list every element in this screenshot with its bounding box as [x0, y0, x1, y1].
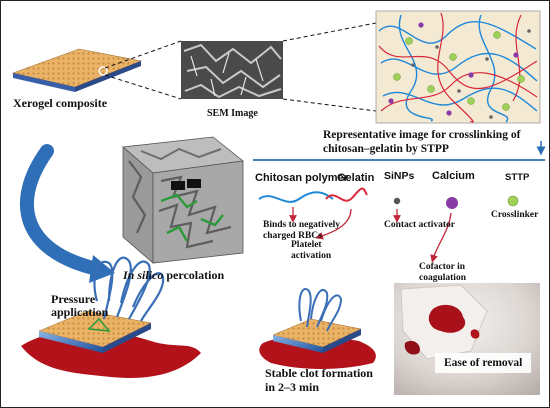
legend-gelatin-label: Gelatin — [337, 172, 375, 184]
legend-chitosan-label: Chitosan polymer — [255, 172, 348, 184]
calcium-symbol-icon — [446, 197, 458, 209]
legend-arrows — [289, 207, 452, 263]
gelatin-symbol-icon — [325, 187, 368, 202]
curved-flow-arrow-icon — [19, 144, 104, 276]
representative-caption-line1: Representative image for crosslinking of — [323, 129, 521, 141]
xerogel-label: Xerogel composite — [13, 96, 108, 110]
crosslinker-text: Crosslinker — [491, 210, 539, 220]
cofactor-text-line1: Cofactor in — [419, 262, 465, 272]
legend-sinps-label: SiNPs — [384, 170, 415, 182]
legend-calcium-label: Calcium — [432, 170, 475, 182]
cofactor-text-line2: coagulation — [419, 273, 466, 283]
sem-label: SEM Image — [207, 108, 258, 119]
chitosan-symbol-icon — [258, 191, 334, 203]
percolation-word: percolation — [163, 268, 225, 282]
platelet-text-line2: activation — [291, 251, 332, 261]
ease-of-removal-label: Ease of removal — [444, 357, 523, 369]
pressure-scene — [21, 256, 201, 378]
in-silico-percolation-label: In silico percolation — [123, 269, 224, 282]
binds-text-line2: charged RBCs — [263, 231, 322, 241]
sem-image — [181, 41, 283, 99]
platelet-text-line1: Platelet — [291, 240, 322, 250]
pressure-label-line1: Pressure — [51, 292, 96, 306]
representative-caption-line2: chitosan–gelatin by STPP — [323, 143, 449, 155]
binds-text-line1: Binds to negatively — [263, 220, 341, 230]
in-silico-italic: In silico — [123, 268, 164, 282]
legend-stpp-label: STTP — [505, 172, 530, 183]
stable-clot-label-line1: Stable clot formation — [265, 366, 373, 380]
stpp-symbol-icon — [507, 195, 519, 207]
pressure-label-line2: application — [51, 305, 109, 319]
removal-photo — [394, 283, 540, 395]
stable-clot-label-line2: in 2–3 min — [265, 380, 320, 394]
network-image — [375, 10, 541, 124]
percolation-cube — [122, 136, 244, 264]
xerogel-slab — [11, 48, 143, 92]
contact-activator-text: Contact activator — [384, 220, 455, 230]
sinps-symbol-icon — [393, 197, 401, 205]
clot-scene — [259, 288, 376, 369]
zoom-lines — [104, 22, 377, 112]
